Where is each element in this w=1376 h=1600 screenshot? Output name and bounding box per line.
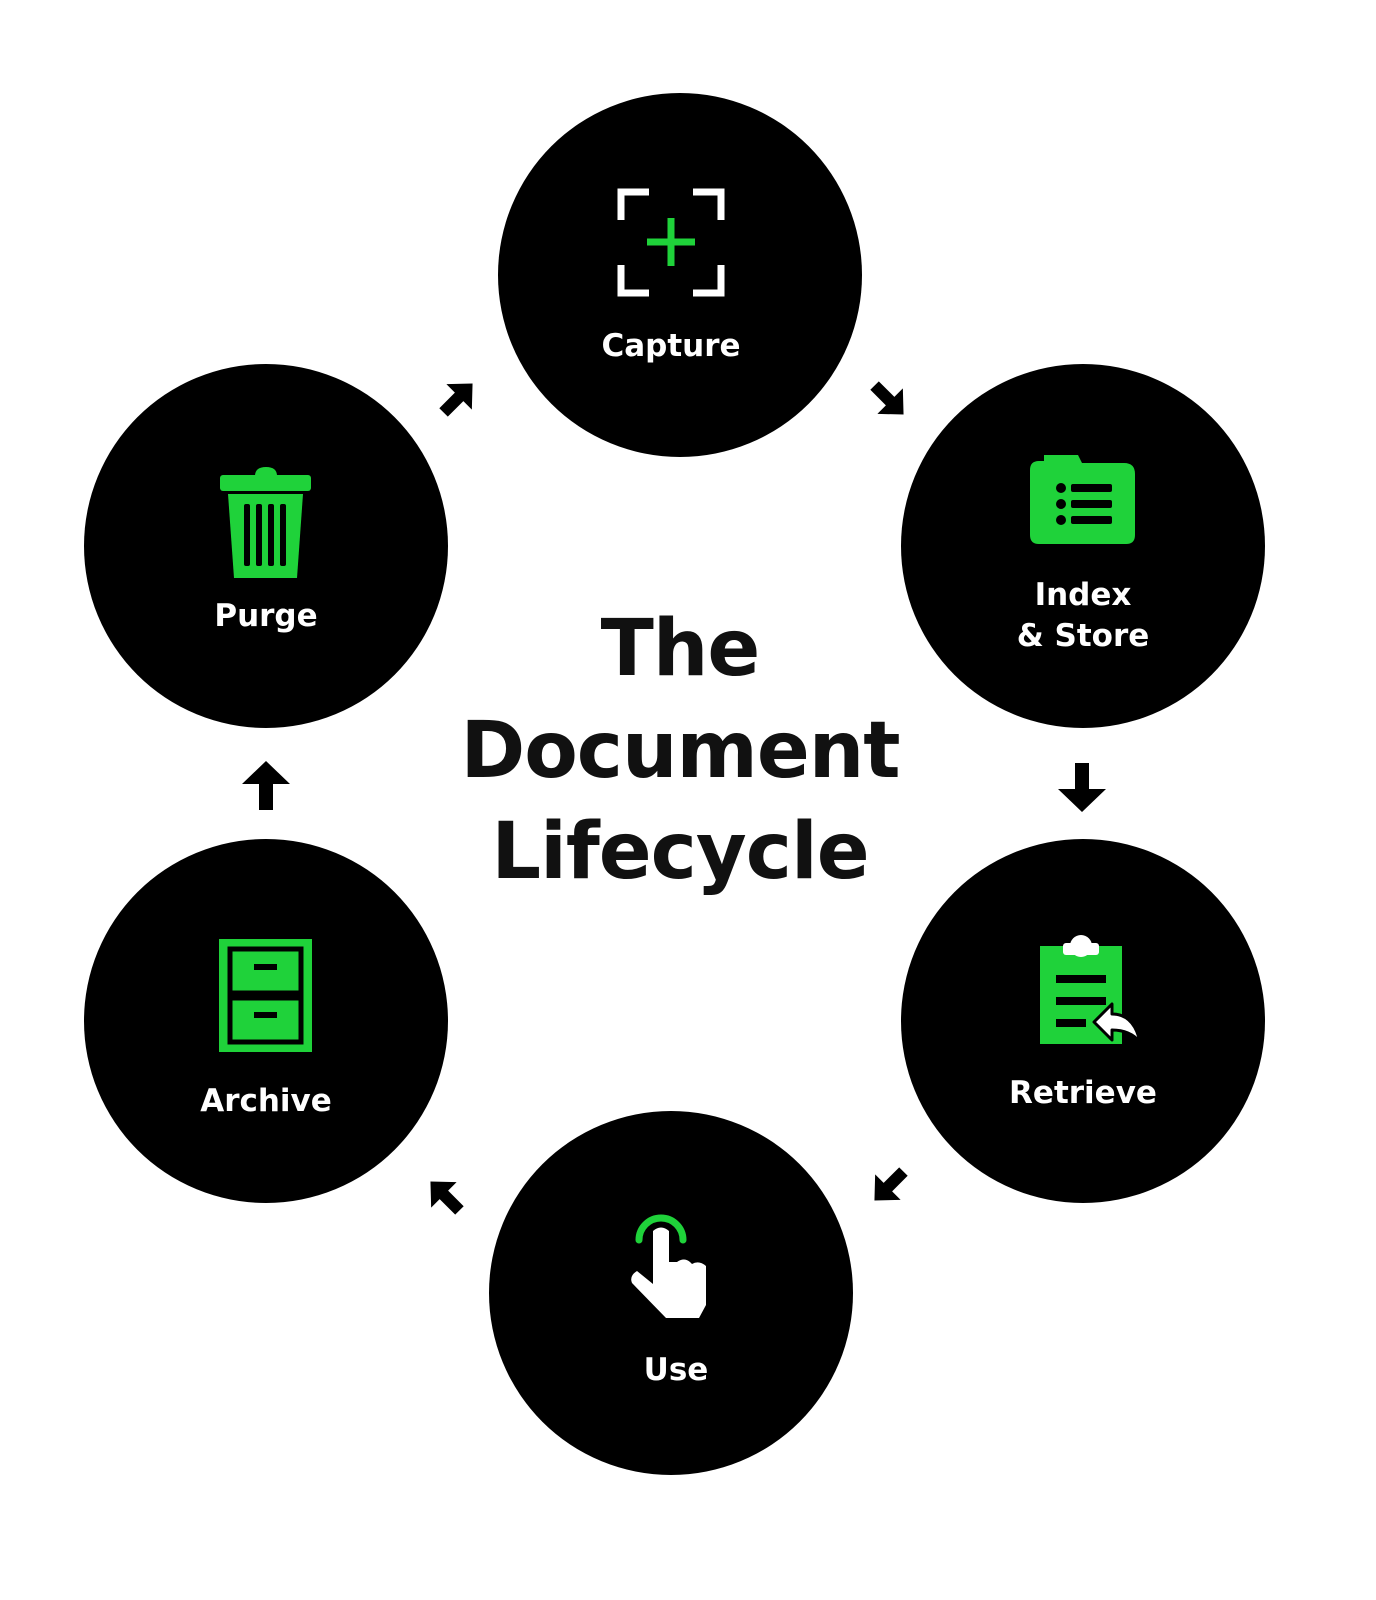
capture-frame-plus-icon	[617, 188, 725, 297]
trash-can-icon	[220, 467, 311, 578]
arrow-retrieve-to-use	[874, 1167, 908, 1201]
stage-archive: Archive	[84, 839, 448, 1203]
title-line-2: Document	[460, 706, 899, 796]
stage-purge-label: Purge	[214, 598, 317, 634]
arrow-use-to-archive	[430, 1181, 464, 1215]
arrow-archive-to-purge	[242, 761, 290, 810]
tap-hand-icon	[631, 1214, 706, 1318]
stage-retrieve-label: Retrieve	[1009, 1075, 1157, 1111]
stage-capture-circle	[498, 93, 862, 457]
stage-index-circle	[901, 364, 1265, 728]
filing-cabinet-icon	[219, 939, 312, 1052]
clipboard-return-icon	[1040, 935, 1142, 1044]
arrow-index-to-retrieve	[1058, 763, 1106, 812]
stage-purge: Purge	[84, 364, 448, 728]
stage-retrieve: Retrieve	[901, 839, 1265, 1203]
stage-capture: Capture	[498, 93, 862, 457]
stage-index-label-line-2: & Store	[1017, 618, 1150, 654]
stage-use: Use	[489, 1111, 853, 1475]
arrow-purge-to-capture	[439, 383, 473, 417]
flow-arrows	[242, 381, 1106, 1215]
diagram-title: The Document Lifecycle	[460, 604, 900, 897]
folder-list-icon	[1030, 455, 1135, 544]
stage-use-label: Use	[644, 1352, 709, 1388]
stage-index-label-line-1: Index	[1035, 577, 1132, 613]
stage-index-store: Index & Store	[901, 364, 1265, 728]
title-line-1: The	[601, 604, 760, 694]
stage-capture-label: Capture	[601, 328, 740, 364]
title-line-3: Lifecycle	[491, 807, 868, 897]
arrow-capture-to-index	[870, 381, 904, 415]
stage-archive-label: Archive	[200, 1083, 332, 1119]
